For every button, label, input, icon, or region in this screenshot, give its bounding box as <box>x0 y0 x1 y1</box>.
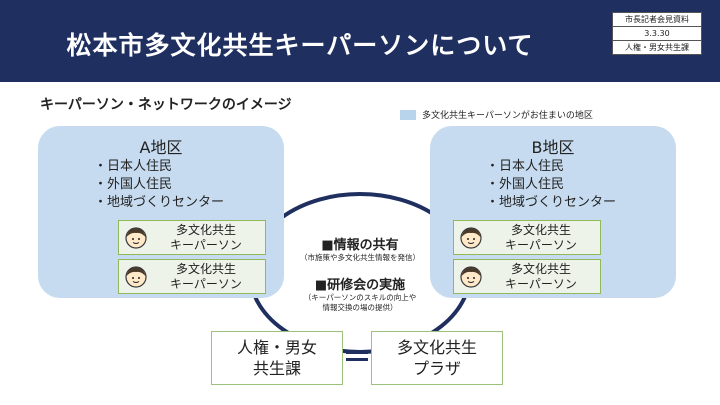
header-bar: 松本市多文化共生キーパーソンについて 市長記者会見資料 3.3.30 人権・男女… <box>0 0 720 82</box>
legend-label: 多文化共生キーパーソンがお住まいの地区 <box>422 111 593 121</box>
keyperson-label-line1: 多文化共生 <box>175 261 236 276</box>
office-left-line2: 共生課 <box>252 359 301 378</box>
training-block: ■研修会の実施 （キーパーソンのスキルの向上や 情報交換の場の提供） <box>282 274 438 313</box>
meta-department: 人権・男女共生課 <box>625 43 689 52</box>
area-b-members: ・日本人住民 ・外国人住民 ・地域づくりセンター <box>486 158 616 212</box>
meta-date: 3.3.30 <box>613 27 701 41</box>
keyperson-label-line2: キーパーソン <box>505 237 577 252</box>
office-multicultural-plaza: 多文化共生 プラザ <box>371 331 503 385</box>
info-share-block: ■情報の共有 （市施策や多文化共生情報を発信） <box>282 234 438 263</box>
training-note-line1: （キーパーソンのスキルの向上や <box>303 293 417 302</box>
person-face-icon <box>125 265 147 288</box>
keyperson-label-line1: 多文化共生 <box>510 222 571 237</box>
keyperson-label-line2: キーパーソン <box>505 276 577 291</box>
keyperson-label-line1: 多文化共生 <box>175 222 236 237</box>
keyperson-label-line1: 多文化共生 <box>510 261 571 276</box>
diagram-subtitle: キーパーソン・ネットワークのイメージ <box>40 97 292 113</box>
area-a-name: A地区 <box>139 138 183 157</box>
person-face-icon <box>460 265 482 288</box>
info-share-heading: ■情報の共有 <box>321 238 399 253</box>
area-b-member-center: ・地域づくりセンター <box>486 195 617 210</box>
area-b-keyperson-card-2: 多文化共生 キーパーソン <box>453 259 601 294</box>
area-a-member-japanese: ・日本人住民 <box>94 159 173 174</box>
area-b-member-japanese: ・日本人住民 <box>486 159 565 174</box>
equals-connector-icon <box>346 351 368 363</box>
office-right-line1: 多文化共生 <box>396 338 477 357</box>
legend-swatch <box>400 109 416 120</box>
office-human-rights-division: 人権・男女 共生課 <box>211 331 343 385</box>
area-b-name: B地区 <box>531 138 575 157</box>
keyperson-label-line2: キーパーソン <box>170 237 242 252</box>
keyperson-label: 多文化共生 キーパーソン <box>482 262 600 292</box>
area-a-keyperson-card-1: 多文化共生 キーパーソン <box>118 220 266 255</box>
keyperson-label: 多文化共生 キーパーソン <box>147 262 265 292</box>
area-a-member-foreign: ・外国人住民 <box>94 177 173 192</box>
keyperson-label: 多文化共生 キーパーソン <box>147 223 265 253</box>
training-heading: ■研修会の実施 <box>314 278 406 293</box>
area-a-member-center: ・地域づくりセンター <box>94 195 225 210</box>
area-a-keyperson-card-2: 多文化共生 キーパーソン <box>118 259 266 294</box>
training-note-line2: 情報交換の場の提供） <box>322 303 398 312</box>
area-b-member-foreign: ・外国人住民 <box>486 177 565 192</box>
keyperson-label-line2: キーパーソン <box>170 276 242 291</box>
area-a-members: ・日本人住民 ・外国人住民 ・地域づくりセンター <box>94 158 224 212</box>
area-b-keyperson-card-1: 多文化共生 キーパーソン <box>453 220 601 255</box>
office-left-line1: 人権・男女 <box>236 338 317 357</box>
page-title: 松本市多文化共生キーパーソンについて <box>66 31 534 60</box>
meta-document-type: 市長記者会見資料 <box>613 13 701 27</box>
keyperson-label: 多文化共生 キーパーソン <box>482 223 600 253</box>
info-share-note: （市施策や多文化共生情報を発信） <box>300 253 420 262</box>
person-face-icon <box>460 226 482 249</box>
document-meta-box: 市長記者会見資料 3.3.30 人権・男女共生課 <box>612 12 702 55</box>
office-right-line2: プラザ <box>412 359 461 378</box>
legend: 多文化共生キーパーソンがお住まいの地区 <box>400 108 593 121</box>
person-face-icon <box>125 226 147 249</box>
